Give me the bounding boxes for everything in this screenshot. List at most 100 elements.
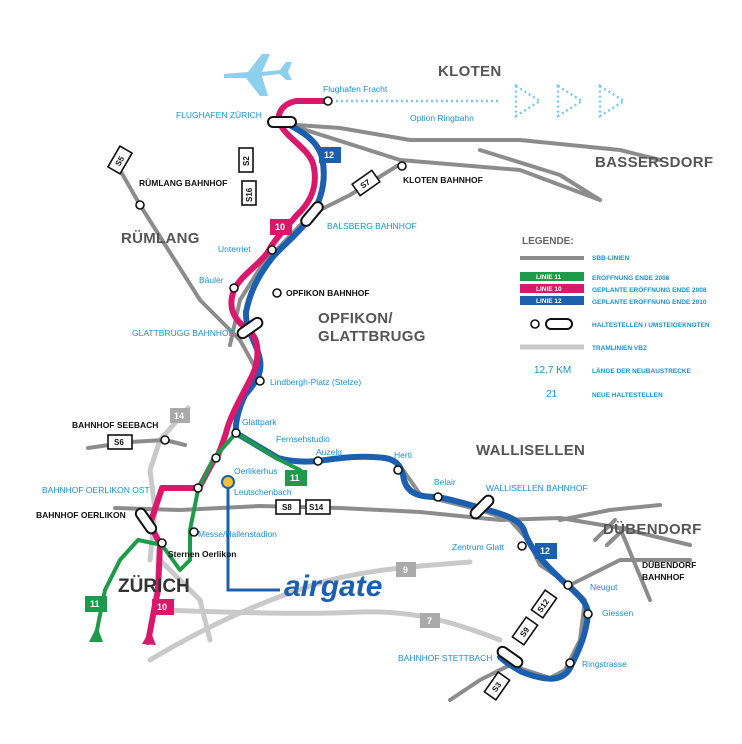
svg-text:S6: S6 bbox=[114, 438, 124, 447]
station-ruemlang-bahnhof: RÜMLANG BAHNHOF bbox=[139, 178, 227, 188]
station-glattbrugg-bahnhof: GLATTBRUGG BAHNHOF bbox=[132, 328, 234, 338]
station-zentrum-glatt: Zentrum Glatt bbox=[452, 542, 505, 552]
stop-zentrum-glatt[interactable] bbox=[517, 541, 527, 551]
svg-text:9: 9 bbox=[403, 565, 408, 575]
station-giessen: Giessen bbox=[602, 608, 633, 618]
stop-messe[interactable] bbox=[189, 527, 199, 537]
stop-bauler[interactable] bbox=[229, 283, 239, 293]
svg-text:14: 14 bbox=[174, 411, 184, 421]
option-ringbahn bbox=[336, 83, 627, 119]
svg-text:LINIE 12: LINIE 12 bbox=[536, 298, 562, 305]
station-duebendorf-bahnhof-2: BAHNHOF bbox=[642, 572, 685, 582]
svg-text:11: 11 bbox=[290, 473, 300, 483]
hub-flughafen[interactable] bbox=[267, 116, 297, 128]
svg-text:S8: S8 bbox=[282, 503, 292, 512]
line-11-route bbox=[93, 431, 302, 642]
station-auzelg: Auzelg bbox=[316, 447, 342, 457]
stop-belair[interactable] bbox=[433, 492, 443, 502]
hub-oerlikon[interactable] bbox=[134, 507, 158, 536]
station-bauler: Bäuler bbox=[199, 275, 224, 285]
station-neugut: Neugut bbox=[590, 582, 618, 592]
legend-l10-badge bbox=[520, 284, 584, 293]
station-bahnhof-oerlikon-ost: BAHNHOF OERLIKON OST bbox=[42, 485, 150, 495]
station-kloten-bahnhof: KLOTEN BAHNHOF bbox=[403, 175, 483, 185]
region-wallisellen: WALLISELLEN bbox=[476, 442, 585, 459]
stop-ruemlang[interactable] bbox=[135, 200, 145, 210]
interchanges bbox=[134, 116, 525, 669]
station-wallisellen-bahnhof: WALLISELLEN BAHNHOF bbox=[486, 483, 588, 493]
stop-unterriet[interactable] bbox=[267, 245, 277, 255]
stop-giessen[interactable] bbox=[583, 609, 593, 619]
svg-text:12: 12 bbox=[540, 546, 550, 556]
stop-seebach[interactable] bbox=[160, 435, 170, 445]
svg-text:S16: S16 bbox=[245, 187, 254, 202]
line-11-arrow bbox=[89, 626, 103, 642]
stop-fernsehstudio[interactable] bbox=[313, 456, 323, 466]
stop-opfikon[interactable] bbox=[272, 288, 282, 298]
label-option-ringbahn: Option Ringbahn bbox=[410, 113, 474, 123]
station-glattpark: Glattpark bbox=[242, 417, 277, 427]
legend-stops-count-text: NEUE HALTESTELLEN bbox=[592, 392, 663, 399]
legend-length-text: LÄNGE DER NEUBAUSTRECKE bbox=[592, 367, 692, 375]
hub-glattbrugg[interactable] bbox=[236, 316, 265, 340]
legend-l10-text: GEPLANTE ERÖFFNUNG ENDE 2008 bbox=[592, 285, 707, 294]
legend-stops-text: HALTESTELLEN / UMSTEIGEKNOTEN bbox=[592, 322, 710, 329]
region-kloten: KLOTEN bbox=[438, 63, 501, 80]
station-fernsehstudio: Fernsehstudio bbox=[276, 434, 330, 444]
stop-leutschenbach-airgate[interactable] bbox=[221, 475, 235, 489]
tram-badges: 14 9 7 bbox=[170, 408, 440, 628]
stop-herti[interactable] bbox=[393, 465, 403, 475]
station-balsberg-bahnhof: BALSBERG BAHNHOF bbox=[327, 221, 417, 231]
legend-l12-text: GEPLANTE ERÖFFNUNG ENDE 2010 bbox=[592, 297, 707, 306]
svg-text:11: 11 bbox=[90, 599, 100, 609]
stop-lindbergh[interactable] bbox=[255, 376, 265, 386]
legend-stop-circle bbox=[530, 319, 540, 329]
svg-text:7: 7 bbox=[427, 616, 432, 626]
station-ringstrasse: Ringstrasse bbox=[582, 659, 627, 669]
legend-title: LEGENDE: bbox=[522, 236, 574, 247]
legend-l12-badge bbox=[520, 296, 584, 305]
station-oerlikerhus: Oerlikerhus bbox=[234, 466, 277, 476]
region-bassersdorf: BASSERSDORF bbox=[595, 154, 713, 171]
svg-text:10: 10 bbox=[275, 222, 285, 232]
station-herti: Herti bbox=[394, 450, 412, 460]
legend-stops-value: 21 bbox=[546, 389, 558, 400]
station-bahnhof-stettbach: BAHNHOF STETTBACH bbox=[398, 653, 492, 663]
station-flughafen-zuerich: FLUGHAFEN ZÜRICH bbox=[176, 110, 262, 120]
stop-glattpark[interactable] bbox=[231, 428, 241, 438]
line-badges: 12 10 11 12 11 10 bbox=[85, 147, 557, 615]
legend: LEGENDE: SBB-LINIEN LINIE 11 ERÖFFNUNG E… bbox=[520, 236, 710, 400]
station-belair: Belair bbox=[434, 477, 456, 487]
region-opfikon: OPFIKON/ bbox=[318, 310, 393, 327]
station-lindbergh: Lindbergh-Platz (Stelze) bbox=[270, 377, 361, 387]
stop-sternen[interactable] bbox=[157, 538, 167, 548]
hub-wallisellen[interactable] bbox=[469, 494, 496, 521]
hub-stettbach[interactable] bbox=[496, 645, 525, 669]
station-bahnhof-seebach: BAHNHOF SEEBACH bbox=[72, 420, 158, 430]
region-duebendorf: DÜBENDORF bbox=[603, 521, 702, 538]
stops bbox=[135, 96, 593, 668]
stop-neugut[interactable] bbox=[563, 580, 573, 590]
region-zuerich: ZÜRICH bbox=[118, 576, 190, 597]
stop-kloten[interactable] bbox=[397, 161, 407, 171]
airplane-icon bbox=[224, 54, 292, 96]
stop-ringstrasse[interactable] bbox=[565, 658, 575, 668]
stop-oerlikerhus-tram[interactable] bbox=[211, 453, 221, 463]
svg-text:S14: S14 bbox=[309, 503, 324, 512]
svg-text:LINIE 10: LINIE 10 bbox=[536, 286, 562, 293]
station-flughafen-fracht: Flughafen Fracht bbox=[323, 84, 388, 94]
station-unterriet: Unterriet bbox=[218, 244, 251, 254]
station-opfikon-bahnhof: OPFIKON BAHNHOF bbox=[286, 288, 370, 298]
svg-text:S2: S2 bbox=[242, 156, 251, 166]
legend-l11-text: ERÖFFNUNG ENDE 2006 bbox=[592, 273, 670, 282]
station-duebendorf-bahnhof: DÜBENDORF bbox=[642, 560, 696, 570]
svg-text:10: 10 bbox=[157, 602, 167, 612]
svg-text:S5: S5 bbox=[114, 154, 127, 167]
stop-flughafen-fracht[interactable] bbox=[323, 96, 333, 106]
station-sternen-oerlikon: Sternen Oerlikon bbox=[168, 549, 237, 559]
stop-oerlikon-ost[interactable] bbox=[193, 483, 203, 493]
region-glattbrugg: GLATTBRUGG bbox=[318, 328, 426, 345]
hub-balsberg[interactable] bbox=[299, 200, 325, 228]
line-10-arrow bbox=[142, 630, 156, 645]
